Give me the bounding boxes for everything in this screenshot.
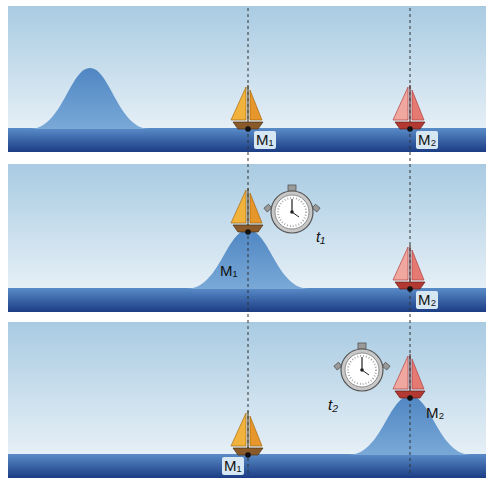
time-label: t₂ — [328, 396, 338, 414]
point-label: M₁ — [254, 131, 276, 149]
point-label: M₁ — [220, 262, 238, 280]
point-label: M₂ — [416, 131, 438, 149]
point-label: M₂ — [426, 404, 444, 422]
time-label: t₁ — [316, 228, 325, 246]
point-label: M₂ — [416, 291, 438, 309]
point-label: M₁ — [222, 457, 244, 475]
